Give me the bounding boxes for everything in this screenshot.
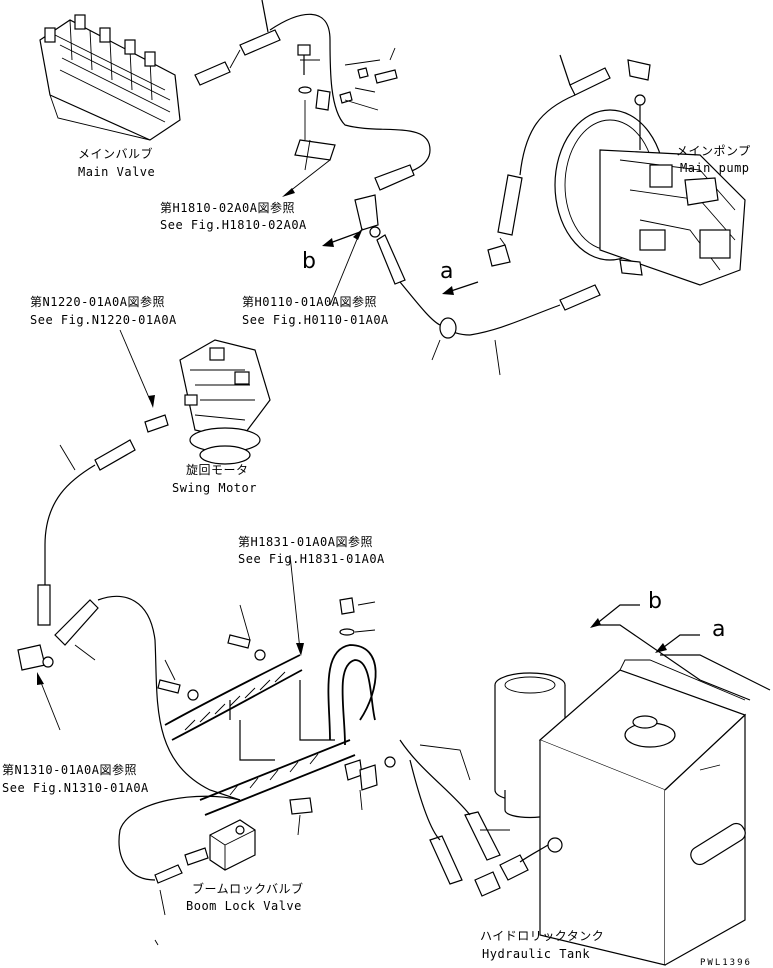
main-pump-label-jp: メインポンプ bbox=[676, 144, 751, 158]
swing-motor-label-jp: 旋回モータ bbox=[186, 463, 249, 477]
hydraulic-tank-label-jp: ハイドロリックタンク bbox=[480, 929, 604, 943]
hose-clamp-a bbox=[431, 317, 501, 376]
flow-arrows-right bbox=[590, 604, 771, 701]
ref-h1810-en: See Fig.H1810-02A0A bbox=[160, 218, 307, 232]
marker-b-right: b bbox=[648, 589, 662, 614]
main-valve-drawing bbox=[39, 14, 181, 141]
flow-arrows-top bbox=[322, 231, 479, 295]
marker-a-mid: a bbox=[440, 259, 453, 284]
hydraulic-tank-label-en: Hydraulic Tank bbox=[482, 947, 590, 961]
boom-lock-valve-label-jp: ブームロックバルブ bbox=[192, 881, 304, 896]
tank-hoses bbox=[399, 739, 549, 897]
boom-lock-valve-drawing bbox=[118, 795, 256, 946]
main-pump-drawing bbox=[554, 94, 746, 286]
main-pump-hose-fittings bbox=[469, 54, 651, 336]
bracket-bolts bbox=[294, 44, 398, 171]
lower-left-fittings bbox=[17, 595, 241, 801]
main-pump-label-en: Main pump bbox=[680, 161, 750, 175]
ref-n1220-jp: 第N1220-01A0A図参照 bbox=[30, 294, 165, 309]
marker-b-left: b bbox=[302, 249, 316, 274]
hydraulic-tank-drawing bbox=[538, 659, 747, 966]
ref-h1831-en: See Fig.H1831-01A0A bbox=[238, 552, 385, 566]
tee-fitting bbox=[354, 194, 441, 326]
ref-h0110-en: See Fig.H0110-01A0A bbox=[242, 313, 389, 327]
ref-h1831-jp: 第H1831-01A0A図参照 bbox=[238, 534, 373, 549]
marker-a-right: a bbox=[712, 617, 725, 642]
drawing-number: PWL1396 bbox=[700, 958, 752, 968]
reference-leader-lines bbox=[37, 159, 363, 731]
hose-bundle-center bbox=[164, 644, 377, 816]
ref-n1220-en: See Fig.N1220-01A0A bbox=[30, 313, 177, 327]
ref-n1310-jp: 第N1310-01A0A図参照 bbox=[2, 762, 137, 777]
bundle-bolts bbox=[157, 597, 396, 836]
ref-n1310-en: See Fig.N1310-01A0A bbox=[2, 781, 149, 795]
swing-motor-hose bbox=[37, 414, 169, 626]
ref-h0110-jp: 第H0110-01A0A図参照 bbox=[242, 294, 377, 309]
main-valve-hose-fittings bbox=[194, 0, 431, 191]
ref-h1810-jp: 第H1810-02A0A図参照 bbox=[160, 200, 295, 215]
main-valve-label-en: Main Valve bbox=[78, 165, 155, 179]
swing-motor-label-en: Swing Motor bbox=[172, 481, 257, 495]
main-valve-label-jp: メインバルブ bbox=[78, 146, 153, 161]
swing-motor-drawing bbox=[179, 339, 271, 465]
boom-lock-valve-label-en: Boom Lock Valve bbox=[186, 899, 302, 913]
